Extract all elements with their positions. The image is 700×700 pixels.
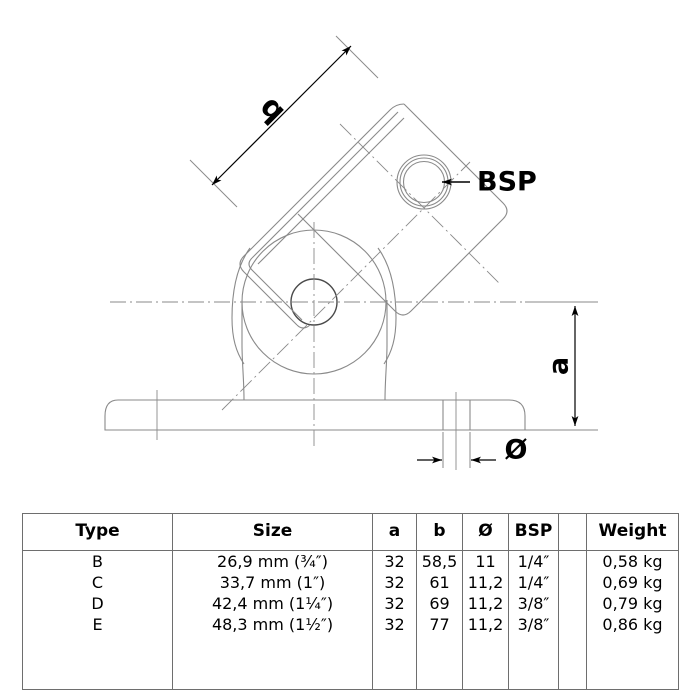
cell-filler-blank (558, 635, 587, 690)
support-leg-left (241, 300, 245, 401)
centre-lines (110, 123, 580, 470)
column-header-blank (558, 513, 587, 551)
cell-bsp: 1/4″ (508, 550, 559, 572)
cell-size: 33,7 mm (1″) (172, 572, 373, 593)
cell-weight: 0,69 kg (586, 572, 679, 593)
cell-bsp: 3/8″ (508, 614, 559, 635)
base-flange-outline (104, 399, 526, 431)
swivel-axis-centreline (221, 161, 471, 411)
cell-bsp: 1/4″ (508, 572, 559, 593)
specification-table-container: Type Size a b Ø BSP Weight B 26,9 mm (¾″… (22, 513, 679, 690)
cell-size: 48,3 mm (1½″) (172, 614, 373, 635)
column-header-weight: Weight (586, 513, 679, 551)
cell-diameter: 11,2 (462, 572, 509, 593)
column-header-type: Type (22, 513, 173, 551)
cell-a: 32 (372, 550, 417, 572)
b-extension-line-upper (335, 35, 379, 79)
table-row: D 42,4 mm (1¼″) 32 69 11,2 3/8″ 0,79 kg (22, 593, 679, 614)
dimension-label-a: a (544, 357, 575, 375)
cell-blank (558, 593, 587, 614)
table-header-row: Type Size a b Ø BSP Weight (22, 513, 679, 551)
cell-a: 32 (372, 593, 417, 614)
cell-size: 42,4 mm (1¼″) (172, 593, 373, 614)
dimension-label-diameter: Ø (505, 435, 528, 466)
cell-a: 32 (372, 572, 417, 593)
cell-diameter: 11 (462, 550, 509, 572)
table-body: B 26,9 mm (¾″) 32 58,5 11 1/4″ 0,58 kg C… (22, 550, 679, 690)
cell-diameter: 11,2 (462, 614, 509, 635)
table-filler-row (22, 635, 679, 690)
cell-blank (558, 550, 587, 572)
column-header-b: b (416, 513, 463, 551)
cell-bsp: 3/8″ (508, 593, 559, 614)
cell-filler-weight (586, 635, 679, 690)
column-header-a: a (372, 513, 417, 551)
cell-blank (558, 572, 587, 593)
cell-b: 58,5 (416, 550, 463, 572)
column-header-diameter: Ø (462, 513, 509, 551)
cell-weight: 0,58 kg (586, 550, 679, 572)
hub-boss-left-arc (231, 247, 251, 365)
dimension-diameter (417, 432, 496, 468)
swivel-tube-body (239, 103, 508, 326)
technical-drawing: b a Ø BSP (104, 35, 598, 470)
bsp-callout-label: BSP (477, 167, 537, 198)
cell-type: C (22, 572, 173, 593)
cell-filler-a (372, 635, 417, 690)
table-row: B 26,9 mm (¾″) 32 58,5 11 1/4″ 0,58 kg (22, 550, 679, 572)
part-outline (104, 103, 526, 431)
cell-b: 69 (416, 593, 463, 614)
cell-diameter: 11,2 (462, 593, 509, 614)
cell-type: D (22, 593, 173, 614)
cell-filler-diameter (462, 635, 509, 690)
cell-a: 32 (372, 614, 417, 635)
dimension-b (189, 35, 379, 208)
table-row: C 33,7 mm (1″) 32 61 11,2 1/4″ 0,69 kg (22, 572, 679, 593)
dimension-a (525, 301, 598, 431)
cell-size: 26,9 mm (¾″) (172, 550, 373, 572)
column-header-size: Size (172, 513, 373, 551)
cell-weight: 0,79 kg (586, 593, 679, 614)
table-row: E 48,3 mm (1½″) 32 77 11,2 3/8″ 0,86 kg (22, 614, 679, 635)
dimension-label-b: b (251, 91, 291, 131)
b-dimension-line (211, 45, 352, 186)
cell-filler-bsp (508, 635, 559, 690)
cell-type: B (22, 550, 173, 572)
cell-b: 77 (416, 614, 463, 635)
cell-type: E (22, 614, 173, 635)
swivel-arm-end-cap (296, 324, 311, 329)
b-label-group: b (251, 91, 291, 131)
hub-boss-right-arc (377, 247, 397, 365)
cell-filler-b (416, 635, 463, 690)
cell-weight: 0,86 kg (586, 614, 679, 635)
cell-blank (558, 614, 587, 635)
cell-filler-size (172, 635, 373, 690)
cell-filler-type (22, 635, 173, 690)
specification-table: Type Size a b Ø BSP Weight B 26,9 mm (¾″… (22, 513, 679, 690)
cell-b: 61 (416, 572, 463, 593)
support-leg-right (384, 300, 388, 401)
column-header-bsp: BSP (508, 513, 559, 551)
swivel-tube-inner-lines (248, 111, 405, 321)
bsp-axis-centreline (339, 123, 501, 285)
